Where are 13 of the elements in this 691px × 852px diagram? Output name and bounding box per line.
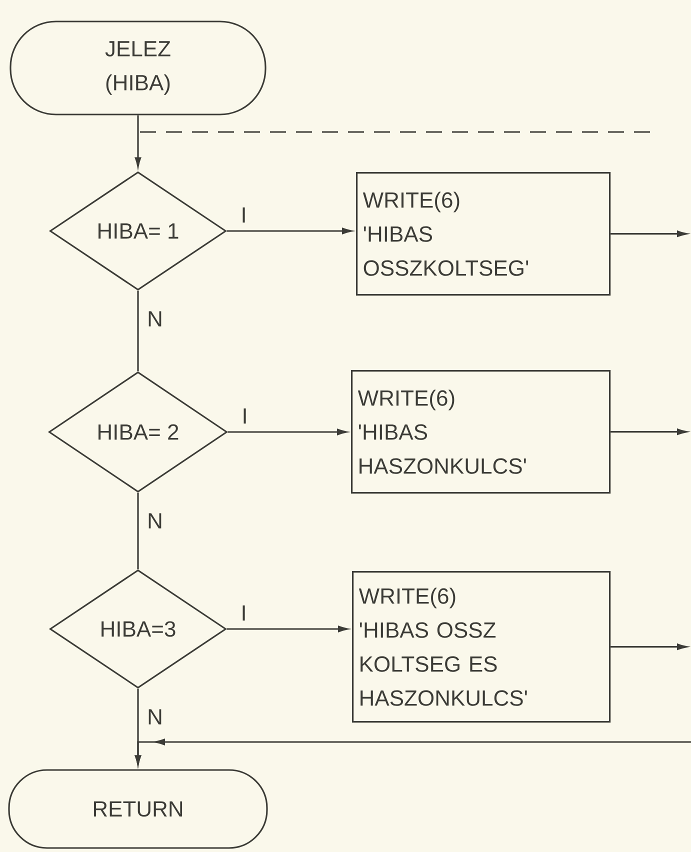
edge-label: I	[244, 408, 246, 424]
edge-label: I	[242, 605, 245, 621]
edge-label: N	[148, 513, 162, 528]
process-box: WRITE(6) 'HIBAS HASZONKULCS'	[351, 370, 611, 494]
edge-label: N	[148, 311, 162, 326]
process-box: WRITE(6) 'HIBAS OSSZ KOLTSEG ES HASZONKULCS'	[352, 571, 611, 723]
arrow	[134, 115, 142, 168]
terminal-box: JELEZ (HIBA)	[10, 20, 266, 116]
process-box: WRITE(6) 'HIBAS OSSZKOLTSEG'	[356, 172, 611, 296]
edge-label: I	[242, 207, 245, 223]
edge-label: N	[148, 709, 162, 724]
terminal-box: RETURN	[8, 769, 268, 849]
arrow	[134, 738, 691, 766]
